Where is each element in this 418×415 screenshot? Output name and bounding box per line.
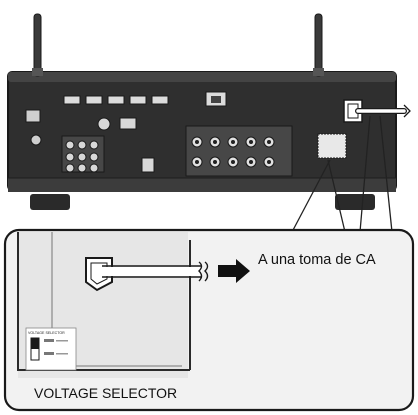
small-switch (119, 117, 137, 130)
speaker-terminals (185, 125, 293, 177)
callout-box: VOLTAGE SELECTOR (3, 228, 415, 412)
round-connector (97, 117, 111, 131)
voltage-selector-tiny-label: VOLTAGE SELECTOR (28, 331, 65, 335)
zoomed-power-cable (102, 261, 209, 282)
direction-arrow-icon (218, 259, 250, 283)
callout-pointer (291, 115, 393, 233)
rear-panel-bottom-strip (8, 178, 396, 192)
voltage-selector-switch: VOLTAGE SELECTOR (25, 327, 77, 371)
network-port (205, 91, 227, 107)
antenna-left (32, 13, 43, 77)
antenna-jacks (25, 109, 42, 146)
rca-jacks (61, 135, 105, 173)
voltage-selector-plate-small (317, 133, 347, 159)
hdmi-ports (63, 95, 169, 105)
receiver-foot-left (30, 194, 70, 210)
antenna-right (313, 13, 324, 77)
rear-panel-top-strip (8, 72, 396, 82)
subwoofer-jack (141, 157, 155, 173)
receiver-unit (7, 13, 397, 210)
ac-outlet-label: A una toma de CA (258, 252, 376, 268)
voltage-selector-label: VOLTAGE SELECTOR (34, 385, 178, 401)
receiver-foot-right (335, 194, 375, 210)
power-cable (355, 104, 411, 118)
